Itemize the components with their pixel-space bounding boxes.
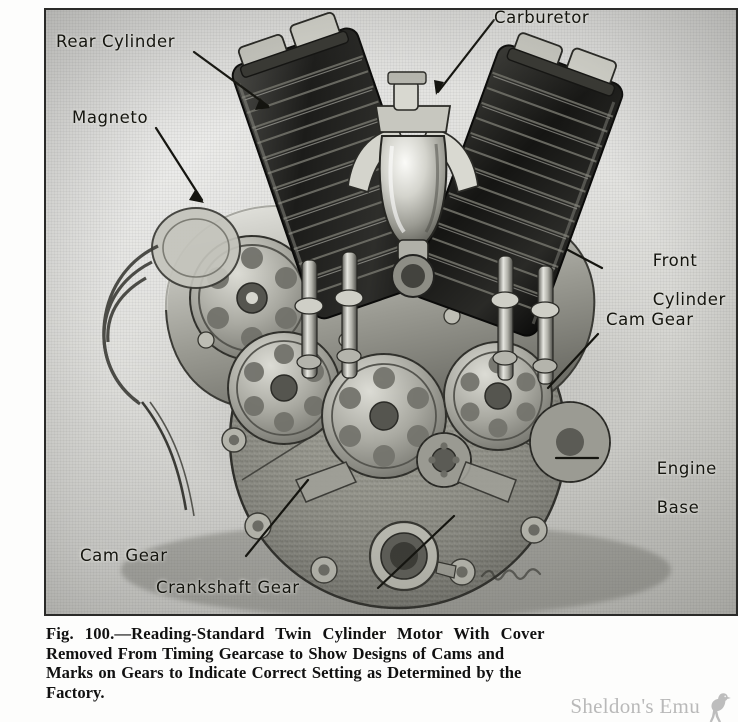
callout-rear-cylinder: Rear Cylinder — [56, 32, 176, 51]
leader-front-cylinder — [566, 248, 604, 270]
magneto-group — [102, 207, 241, 517]
emu-silhouette-icon — [709, 693, 731, 722]
rear-cylinder-group — [231, 11, 440, 320]
callout-cam-gear-right: Cam Gear — [606, 310, 694, 329]
callout-magneto: Magneto — [72, 108, 149, 127]
engine-mount-lugs — [294, 461, 517, 503]
callout-carburetor: Carburetor — [494, 10, 590, 27]
caption-line-4: Factory. — [46, 682, 105, 702]
leader-cam-gear-right — [546, 332, 600, 390]
callout-front-cylinder-line2: Cylinder — [652, 290, 726, 310]
figure-plate: Rear Cylinder Magneto Carburetor Front C… — [44, 8, 738, 616]
engine-drawing-svg — [102, 11, 671, 614]
engine-illustration — [46, 10, 736, 614]
leader-rear-cylinder — [192, 50, 270, 108]
caption-line-1: Fig. 100.—Reading-Standard Twin Cylinder… — [46, 624, 545, 643]
leader-crankshaft-gear — [376, 514, 456, 590]
plate-inner: Rear Cylinder Magneto Carburetor Front C… — [46, 10, 736, 614]
cam-gear-center — [321, 353, 447, 479]
callout-crankshaft-gear: Crankshaft Gear — [156, 578, 300, 597]
caption-line-2: Removed From Timing Gearcase to Show Des… — [46, 643, 505, 663]
magneto-gear — [189, 235, 315, 361]
leader-magneto — [154, 126, 204, 202]
leader-carburetor — [436, 18, 496, 94]
callout-engine-base-line1: Engine — [656, 459, 717, 479]
callout-engine-base: Engine Base — [610, 440, 717, 537]
rear-valve-gear — [294, 251, 364, 379]
callout-engine-base-line2: Base — [656, 498, 700, 518]
carburetor-group — [347, 71, 479, 298]
callout-cam-gear-left: Cam Gear — [80, 546, 168, 565]
callout-leader-lines — [154, 18, 604, 590]
auxiliary-gear — [529, 401, 611, 483]
watermark-text: Sheldon's Emu — [570, 693, 700, 718]
artist-signature — [480, 568, 542, 581]
magneto-cables — [102, 244, 159, 406]
front-valve-gear — [490, 255, 560, 385]
crankshaft-gear-part — [416, 432, 472, 488]
front-cylinder-group — [412, 32, 624, 337]
figure-caption: Fig. 100.—Reading-Standard Twin Cylinder… — [46, 624, 706, 702]
watermark: Sheldon's Emu — [570, 690, 732, 722]
caption-line-3: Marks on Gears to Indicate Correct Setti… — [46, 663, 522, 683]
leader-cam-gear-left — [244, 478, 310, 558]
callout-front-cylinder-line1: Front — [652, 251, 698, 271]
crankcase-boss — [368, 520, 457, 592]
callout-front-cylinder: Front Cylinder — [606, 232, 726, 329]
